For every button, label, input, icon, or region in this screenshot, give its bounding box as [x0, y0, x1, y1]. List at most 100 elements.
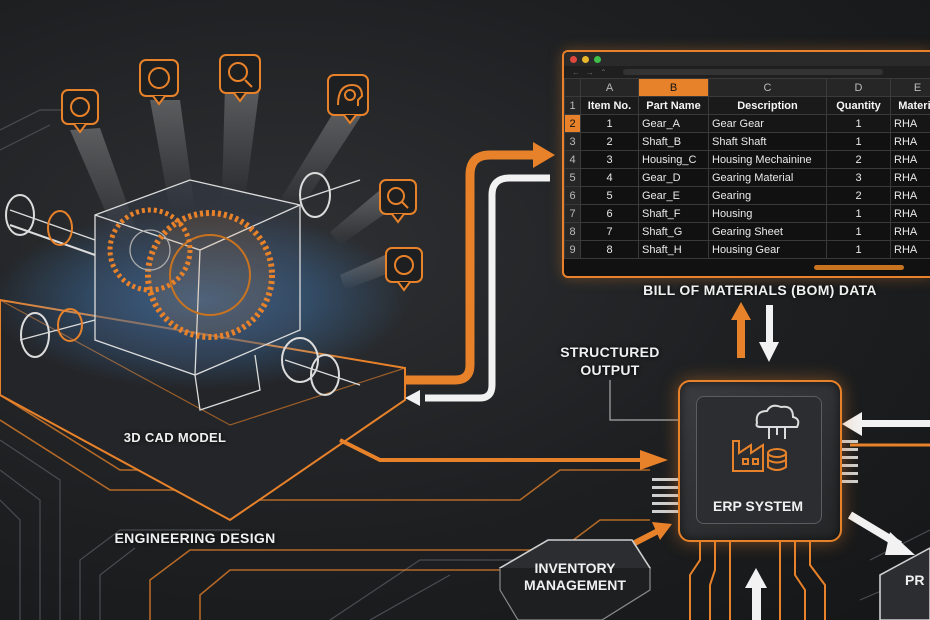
table-row: 8 7 Shaft_G Gearing Sheet 1 RHA: [564, 222, 930, 241]
row-number[interactable]: 6: [564, 186, 581, 205]
column-letter[interactable]: A: [580, 78, 639, 97]
cad-model-label: 3D CAD Model: [123, 430, 227, 445]
table-row: 7 6 Shaft_F Housing 1 RHA: [564, 204, 930, 223]
cell[interactable]: 6: [580, 204, 639, 223]
cell[interactable]: Gear_E: [638, 186, 709, 205]
cell[interactable]: 1: [826, 114, 891, 133]
structured-output-label: Structured Output: [560, 344, 660, 378]
cell[interactable]: Housing: [708, 204, 827, 223]
cell[interactable]: 3: [580, 150, 639, 169]
cell[interactable]: 4: [580, 168, 639, 187]
inventory-line2: Management: [524, 577, 626, 593]
cell[interactable]: RHA: [890, 240, 930, 259]
erp-system-label: ERP System: [713, 498, 803, 514]
cell[interactable]: Shaft_F: [638, 204, 709, 223]
inventory-line1: Inventory: [534, 560, 616, 576]
header-cell[interactable]: Materia: [890, 96, 930, 115]
cell[interactable]: Housing Mechainine: [708, 150, 827, 169]
cell[interactable]: 7: [580, 222, 639, 241]
cell[interactable]: RHA: [890, 204, 930, 223]
cell[interactable]: Housing Gear: [708, 240, 827, 259]
cell[interactable]: Shaft_H: [638, 240, 709, 259]
bom-data-label: Bill of Materials (BOM) Data: [643, 282, 877, 298]
cell[interactable]: 1: [580, 114, 639, 133]
cell[interactable]: 8: [580, 240, 639, 259]
gearbox-model: [5, 172, 361, 411]
window-titlebar: [564, 52, 930, 66]
cell[interactable]: RHA: [890, 132, 930, 151]
cell[interactable]: 1: [826, 222, 891, 241]
bom-table: A B C D E 1 Item No. Part Name Descripti…: [564, 78, 930, 259]
cell[interactable]: 2: [580, 132, 639, 151]
brain-icon: [61, 89, 99, 134]
row-number[interactable]: 3: [564, 132, 581, 151]
horizontal-scrollbar[interactable]: [814, 265, 904, 270]
row-number[interactable]: 5: [564, 168, 581, 187]
gear-search-icon: [379, 179, 417, 224]
cell[interactable]: RHA: [890, 222, 930, 241]
erp-chip-core: [696, 396, 822, 524]
cell[interactable]: Gear_A: [638, 114, 709, 133]
column-letter[interactable]: C: [708, 78, 827, 97]
cell[interactable]: 1: [826, 240, 891, 259]
gear-head-icon: [327, 74, 369, 125]
row-number[interactable]: 4: [564, 150, 581, 169]
cell[interactable]: Gearing Sheet: [708, 222, 827, 241]
table-row: 4 3 Housing_C Housing Mechainine 2 RHA: [564, 150, 930, 169]
header-cell[interactable]: Description: [708, 96, 827, 115]
maximize-dot-icon[interactable]: [594, 55, 601, 63]
cell[interactable]: Shaft_B: [638, 132, 709, 151]
cell[interactable]: 2: [826, 186, 891, 205]
cell[interactable]: 3: [826, 168, 891, 187]
column-letter[interactable]: D: [826, 78, 891, 97]
table-row: 3 2 Shaft_B Shaft Shaft 1 RHA: [564, 132, 930, 151]
cell[interactable]: 2: [826, 150, 891, 169]
inventory-management-label: Inventory Management: [510, 560, 640, 594]
cell[interactable]: Housing_C: [638, 150, 709, 169]
table-row: 6 5 Gear_E Gearing 2 RHA: [564, 186, 930, 205]
row-number[interactable]: 7: [564, 204, 581, 223]
cell[interactable]: Gear_D: [638, 168, 709, 187]
cell[interactable]: Gear Gear: [708, 114, 827, 133]
row-number[interactable]: 9: [564, 240, 581, 259]
back-arrow-icon[interactable]: ←: [572, 67, 580, 77]
cell[interactable]: RHA: [890, 150, 930, 169]
bom-spreadsheet-window[interactable]: ← → ⌃ A B C D E 1 Item No. Part Name Des…: [562, 50, 930, 278]
cell[interactable]: RHA: [890, 168, 930, 187]
cell[interactable]: Gearing Material: [708, 168, 827, 187]
row-number[interactable]: 8: [564, 222, 581, 241]
row-number[interactable]: 2: [564, 114, 581, 133]
column-letter-row: A B C D E: [564, 78, 930, 97]
cell[interactable]: Gearing: [708, 186, 827, 205]
brain-icon: [385, 247, 423, 292]
corner-cell[interactable]: [564, 78, 581, 97]
cell[interactable]: RHA: [890, 114, 930, 133]
header-cell[interactable]: Quantity: [826, 96, 891, 115]
brain-icon: [139, 59, 179, 106]
row-number[interactable]: 1: [564, 96, 581, 115]
table-row: 2 1 Gear_A Gear Gear 1 RHA: [564, 114, 930, 133]
cell[interactable]: Shaft Shaft: [708, 132, 827, 151]
header-cell[interactable]: Part Name: [638, 96, 709, 115]
cell[interactable]: RHA: [890, 186, 930, 205]
engineering-design-label: Engineering Design: [114, 530, 276, 546]
minimize-dot-icon[interactable]: [582, 55, 589, 63]
formula-bar[interactable]: [622, 69, 883, 75]
factory-cloud-icon: [732, 404, 800, 472]
erp-system-chip[interactable]: ERP System: [678, 380, 842, 542]
cell[interactable]: 1: [826, 204, 891, 223]
forward-arrow-icon[interactable]: →: [586, 67, 594, 77]
cell[interactable]: Shaft_G: [638, 222, 709, 241]
column-letter[interactable]: E: [890, 78, 930, 97]
table-row: 9 8 Shaft_H Housing Gear 1 RHA: [564, 240, 930, 259]
cell[interactable]: 1: [826, 132, 891, 151]
sheet-toolbar: ← → ⌃: [564, 66, 930, 78]
cell[interactable]: 5: [580, 186, 639, 205]
column-letter[interactable]: B: [638, 78, 709, 97]
pr-partial-label: PR: [905, 572, 925, 588]
up-chevron-icon[interactable]: ⌃: [600, 67, 607, 77]
header-cell[interactable]: Item No.: [580, 96, 639, 115]
close-dot-icon[interactable]: [570, 55, 577, 63]
